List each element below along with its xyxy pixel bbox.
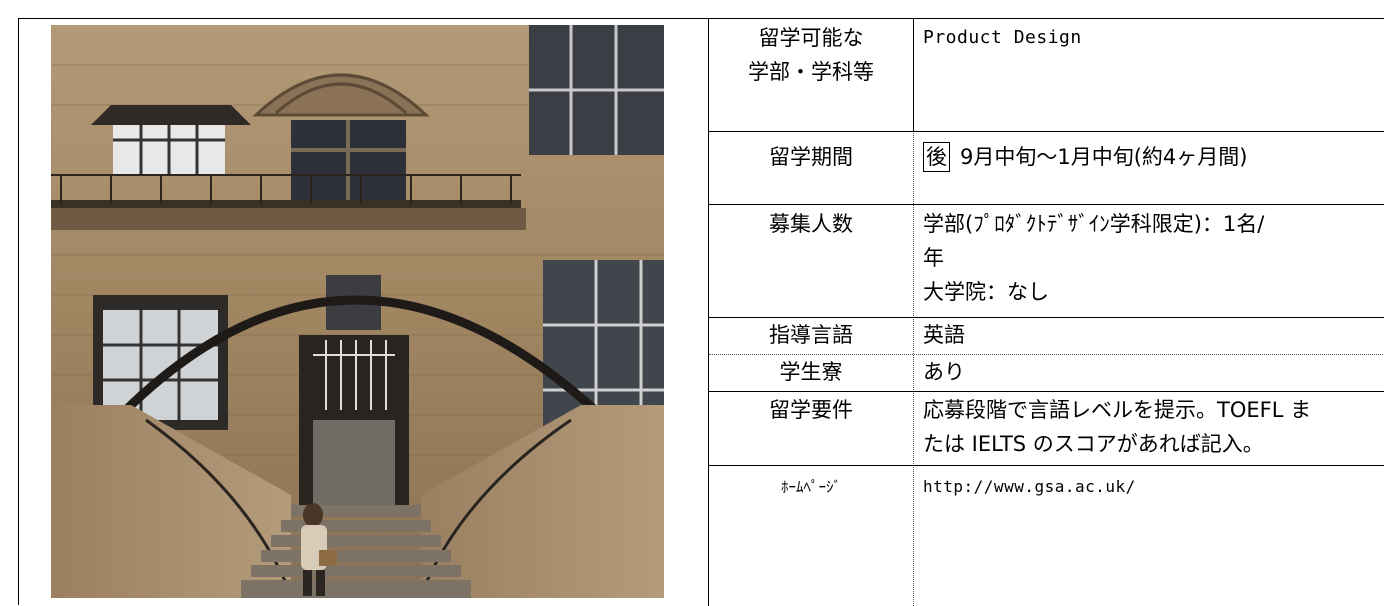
info-panel: 留学可能な 学部・学科等 Product Design 留学期間 後 9月中旬～1… (709, 19, 1384, 606)
building-photo (51, 25, 664, 598)
row-dormitory: 学生寮 あり (709, 355, 1384, 391)
value-capacity-line-2: 年 (923, 246, 944, 270)
label-faculty-line-1: 留学可能な (758, 26, 864, 50)
row-language: 指導言語 英語 (709, 318, 1384, 354)
row-homepage: ﾎｰﾑﾍﾟｰｼﾞ http://www.gsa.ac.uk/ (709, 466, 1384, 606)
value-period: 後 9月中旬～1月中旬(約4ヶ月間) (923, 140, 1383, 174)
label-language: 指導言語 (769, 323, 853, 347)
value-faculty: Product Design (923, 27, 1082, 48)
label-faculty: 留学可能な 学部・学科等 (709, 21, 913, 89)
value-period-text: 9月中旬～1月中旬(約4ヶ月間) (960, 145, 1248, 169)
value-capacity-line-1: 学部(ﾌﾟﾛﾀﾞｸﾄﾃﾞｻﾞｲﾝ学科限定)：1名/ (923, 212, 1265, 236)
label-capacity: 募集人数 (769, 212, 853, 236)
value-language: 英語 (923, 323, 965, 347)
label-period: 留学期間 (769, 145, 853, 169)
column-divider (913, 19, 914, 131)
value-requirements-line-2: たは IELTS のスコアがあれば記入。 (923, 432, 1264, 456)
row-divider (709, 391, 1384, 392)
label-faculty-line-2: 学部・学科等 (748, 60, 874, 84)
row-faculty: 留学可能な 学部・学科等 Product Design (709, 19, 1384, 131)
column-divider-dotted (913, 131, 914, 606)
value-capacity-line-3: 大学院：なし (923, 280, 1049, 304)
building-photo-image (51, 25, 664, 598)
row-divider (709, 317, 1384, 318)
row-divider (709, 465, 1384, 466)
row-divider (709, 354, 1384, 355)
value-requirements-line-1: 応募段階で言語レベルを提示。TOEFL ま (923, 398, 1312, 422)
photo-cell (19, 19, 709, 606)
row-capacity: 募集人数 学部(ﾌﾟﾛﾀﾞｸﾄﾃﾞｻﾞｲﾝ学科限定)：1名/ 年 大学院：なし (709, 205, 1384, 317)
value-requirements: 応募段階で言語レベルを提示。TOEFL ま たは IELTS のスコアがあれば記… (923, 393, 1383, 461)
value-dormitory: あり (923, 360, 965, 384)
row-divider (709, 131, 1384, 132)
semester-box: 後 (923, 142, 950, 172)
value-capacity: 学部(ﾌﾟﾛﾀﾞｸﾄﾃﾞｻﾞｲﾝ学科限定)：1名/ 年 大学院：なし (923, 207, 1383, 309)
label-dormitory: 学生寮 (779, 360, 843, 384)
label-requirements: 留学要件 (769, 398, 853, 422)
row-divider (709, 204, 1384, 205)
homepage-link[interactable]: http://www.gsa.ac.uk/ (923, 477, 1136, 496)
row-period: 留学期間 後 9月中旬～1月中旬(約4ヶ月間) (709, 132, 1384, 204)
row-requirements: 留学要件 応募段階で言語レベルを提示。TOEFL ま たは IELTS のスコア… (709, 392, 1384, 465)
info-table: 留学可能な 学部・学科等 Product Design 留学期間 後 9月中旬～1… (18, 18, 1384, 606)
label-homepage: ﾎｰﾑﾍﾟｰｼﾞ (780, 478, 841, 496)
